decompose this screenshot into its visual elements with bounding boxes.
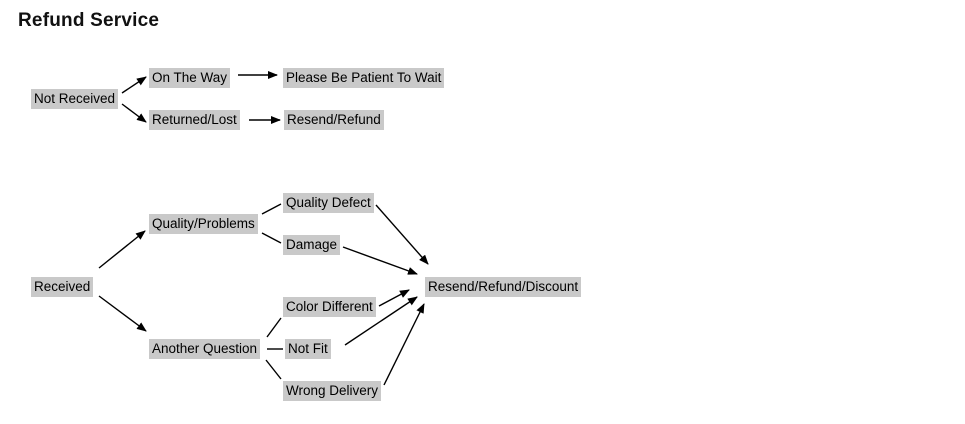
edge-received-quality-problems bbox=[98, 230, 146, 269]
node-resend-refund-discount: Resend/Refund/Discount bbox=[425, 277, 582, 297]
edge-quality-problems-damage bbox=[261, 232, 282, 244]
edge-another-question-wrong-delivery bbox=[265, 359, 282, 380]
page-title: Refund Service bbox=[18, 10, 160, 31]
node-quality-problems: Quality/Problems bbox=[149, 214, 258, 234]
node-returned-lost: Returned/Lost bbox=[149, 110, 240, 130]
node-quality-defect: Quality Defect bbox=[283, 193, 374, 213]
edge-quality-problems-quality-defect bbox=[261, 203, 282, 215]
node-color-different: Color Different bbox=[283, 297, 376, 317]
node-resend-refund: Resend/Refund bbox=[284, 110, 384, 130]
edge-not-received-on-the-way bbox=[121, 76, 147, 94]
edge-damage-resend-refund-discount bbox=[342, 246, 418, 275]
edge-color-different-resend-refund-discount bbox=[378, 289, 410, 307]
node-received: Received bbox=[31, 277, 94, 297]
node-on-the-way: On The Way bbox=[149, 68, 231, 88]
node-damage: Damage bbox=[283, 235, 341, 255]
edge-another-question-color-different bbox=[266, 317, 282, 338]
edge-wrong-delivery-resend-refund-discount bbox=[383, 303, 425, 386]
edge-received-another-question bbox=[98, 295, 147, 332]
node-not-fit: Not Fit bbox=[285, 339, 331, 359]
edge-not-fit-resend-refund-discount bbox=[344, 296, 418, 346]
node-not-received: Not Received bbox=[31, 89, 119, 109]
node-wrong-delivery: Wrong Delivery bbox=[283, 381, 382, 401]
edge-quality-defect-resend-refund-discount bbox=[375, 204, 429, 265]
node-please-be-patient: Please Be Patient To Wait bbox=[283, 68, 445, 88]
edge-not-received-returned-lost bbox=[121, 103, 147, 123]
node-another-question: Another Question bbox=[149, 339, 261, 359]
